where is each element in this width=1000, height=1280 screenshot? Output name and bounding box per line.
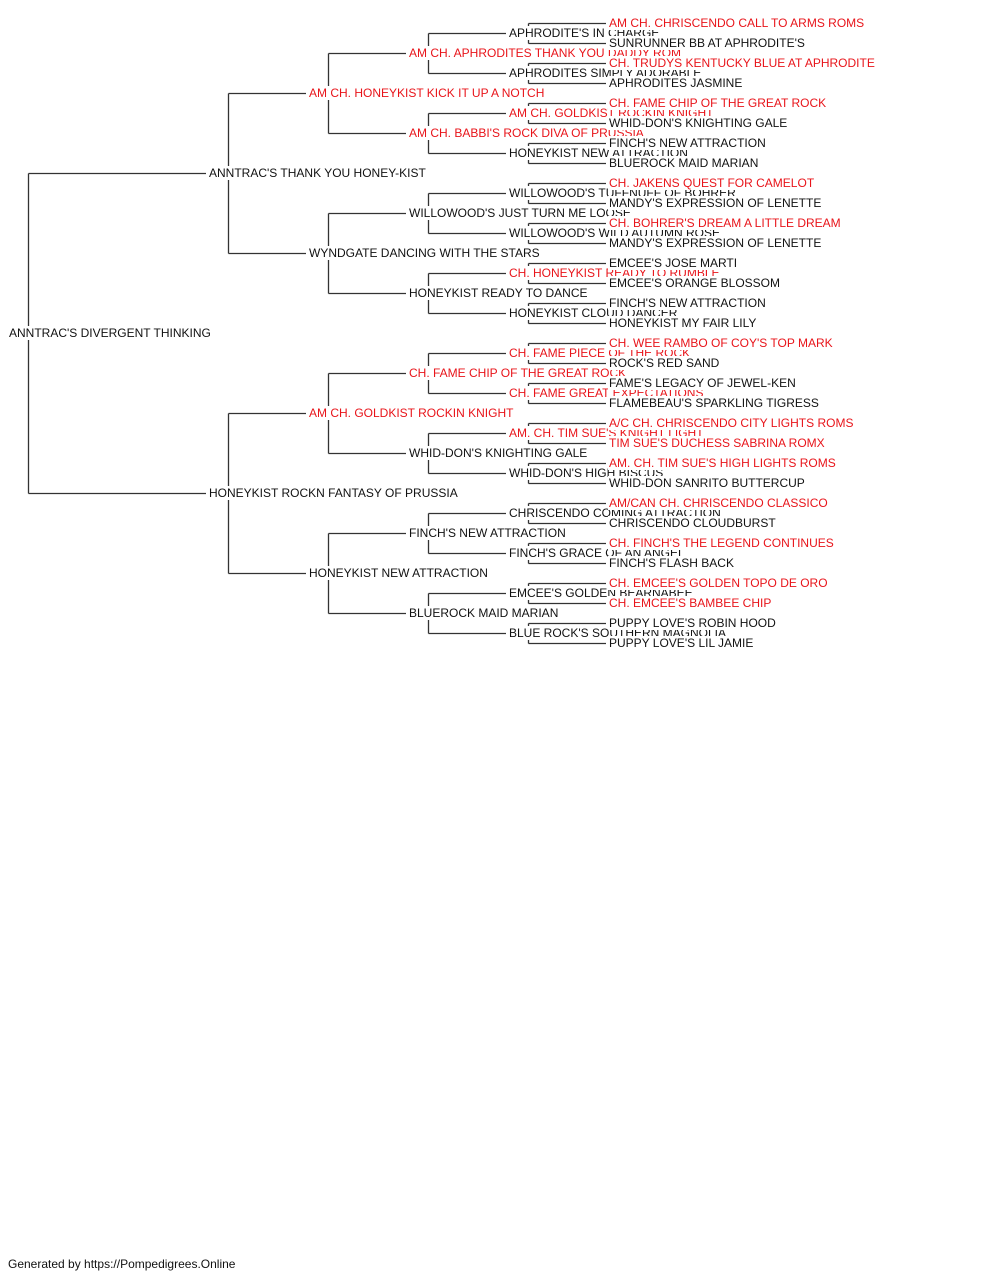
ancestor-name-gen5: CH. EMCEE'S GOLDEN TOPO DE ORO [608,576,829,590]
ancestor-name-gen5: EMCEE'S ORANGE BLOSSOM [608,276,781,290]
ancestor-name-gen5: CH. TRUDYS KENTUCKY BLUE AT APHRODITE [608,56,876,70]
ancestor-name-gen3: WILLOWOOD'S JUST TURN ME LOOSE [408,206,632,220]
ancestor-name-gen5: MANDY'S EXPRESSION OF LENETTE [608,236,823,250]
ancestor-name-gen3: AM CH. BABBI'S ROCK DIVA OF PRUSSIA [408,126,645,140]
ancestor-name-gen1: HONEYKIST ROCKN FANTASY OF PRUSSIA [208,486,459,500]
ancestor-name-gen5: FINCH'S NEW ATTRACTION [608,136,767,150]
ancestor-name-gen5: ROCK'S RED SAND [608,356,721,370]
ancestor-name-gen5: AM. CH. TIM SUE'S HIGH LIGHTS ROMS [608,456,837,470]
ancestor-name-gen3: CH. FAME CHIP OF THE GREAT ROCK [408,366,628,380]
ancestor-name-gen5: WHID-DON'S KNIGHTING GALE [608,116,789,130]
ancestor-name-gen5: CH. FAME CHIP OF THE GREAT ROCK [608,96,828,110]
ancestor-name-gen3: BLUEROCK MAID MARIAN [408,606,560,620]
ancestor-name-gen5: AM CH. CHRISCENDO CALL TO ARMS ROMS [608,16,866,30]
ancestor-name-gen3: HONEYKIST READY TO DANCE [408,286,589,300]
ancestor-name-gen5: CHRISCENDO CLOUDBURST [608,516,777,530]
ancestor-name-gen5: FLAMEBEAU'S SPARKLING TIGRESS [608,396,820,410]
ancestor-name-gen5: HONEYKIST MY FAIR LILY [608,316,758,330]
ancestor-name-gen5: CH. WEE RAMBO OF COY'S TOP MARK [608,336,834,350]
ancestor-name-gen5: PUPPY LOVE'S ROBIN HOOD [608,616,777,630]
ancestor-name-gen3: WHID-DON'S KNIGHTING GALE [408,446,589,460]
ancestor-name-gen5: MANDY'S EXPRESSION OF LENETTE [608,196,823,210]
ancestor-name-gen5: A/C CH. CHRISCENDO CITY LIGHTS ROMS [608,416,855,430]
ancestor-name-gen5: SUNRUNNER BB AT APHRODITE'S [608,36,806,50]
ancestor-name-gen5: TIM SUE'S DUCHESS SABRINA ROMX [608,436,826,450]
ancestor-name-gen2: WYNDGATE DANCING WITH THE STARS [308,246,541,260]
ancestor-name-gen5: CH. JAKENS QUEST FOR CAMELOT [608,176,816,190]
ancestor-name-gen2: AM CH. HONEYKIST KICK IT UP A NOTCH [308,86,546,100]
ancestor-name-gen3: FINCH'S NEW ATTRACTION [408,526,567,540]
subject-dog-name: ANNTRAC'S DIVERGENT THINKING [8,326,212,340]
ancestor-name-gen5: CH. EMCEE'S BAMBEE CHIP [608,596,773,610]
ancestor-name-gen5: CH. BOHRER'S DREAM A LITTLE DREAM [608,216,842,230]
ancestor-name-gen5: FAME'S LEGACY OF JEWEL-KEN [608,376,797,390]
ancestor-name-gen5: WHID-DON SANRITO BUTTERCUP [608,476,806,490]
ancestor-name-gen5: FINCH'S NEW ATTRACTION [608,296,767,310]
ancestor-name-gen5: BLUEROCK MAID MARIAN [608,156,760,170]
ancestor-name-gen5: PUPPY LOVE'S LIL JAMIE [608,636,755,650]
ancestor-name-gen5: FINCH'S FLASH BACK [608,556,735,570]
ancestor-name-gen5: APHRODITES JASMINE [608,76,744,90]
ancestor-name-gen5: CH. FINCH'S THE LEGEND CONTINUES [608,536,835,550]
generated-by-footer: Generated by https://Pompedigrees.Online [8,1257,236,1271]
ancestor-name-gen2: HONEYKIST NEW ATTRACTION [308,566,489,580]
ancestor-name-gen2: AM CH. GOLDKIST ROCKIN KNIGHT [308,406,515,420]
ancestor-name-gen5: EMCEE'S JOSE MARTI [608,256,739,270]
ancestor-name-gen1: ANNTRAC'S THANK YOU HONEY-KIST [208,166,427,180]
ancestor-name-gen5: AM/CAN CH. CHRISCENDO CLASSICO [608,496,829,510]
